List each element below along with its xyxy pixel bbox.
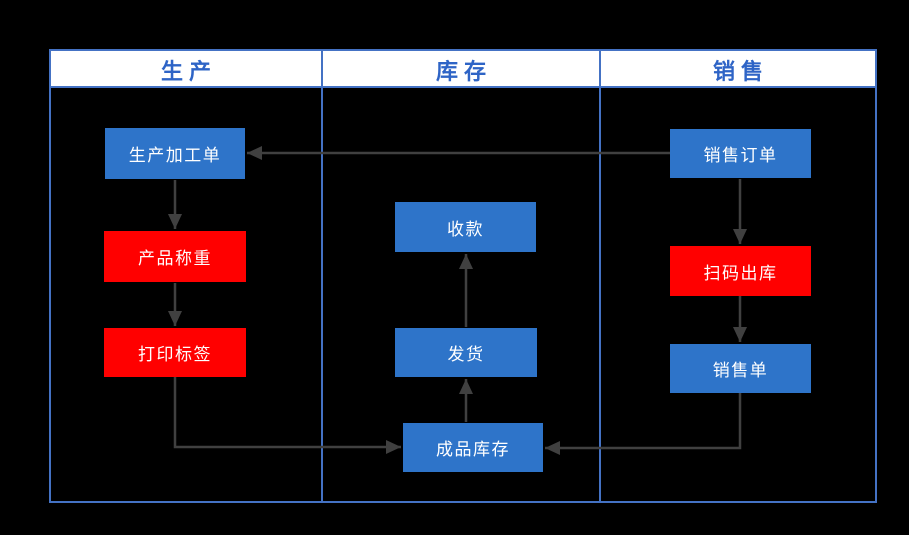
- column-divider-1: [321, 51, 323, 501]
- node-payment-collection[interactable]: 收款: [395, 202, 536, 252]
- node-sales-order-label: 销售订单: [703, 146, 778, 165]
- header-inventory: 库存: [435, 58, 492, 84]
- node-production-order-label: 生产加工单: [128, 146, 222, 165]
- node-print-label-label: 打印标签: [138, 345, 212, 364]
- node-sales-slip[interactable]: 销售单: [670, 344, 811, 393]
- node-print-label[interactable]: 打印标签: [104, 328, 246, 377]
- node-scan-outbound[interactable]: 扫码出库: [670, 246, 811, 296]
- node-production-order[interactable]: 生产加工单: [105, 128, 245, 179]
- node-shipping-label: 发货: [447, 345, 485, 364]
- node-sales-order[interactable]: 销售订单: [670, 129, 811, 178]
- header-sales: 销售: [712, 58, 769, 84]
- header-row: [51, 51, 875, 88]
- node-product-weighing-label: 产品称重: [138, 249, 212, 268]
- swimlane-table-inner: 生产 库存 销售: [51, 51, 875, 501]
- node-finished-goods-inventory-label: 成品库存: [436, 440, 510, 459]
- swimlane-table: 生产 库存 销售: [49, 49, 877, 503]
- node-payment-collection-label: 收款: [447, 219, 484, 239]
- node-scan-outbound-label: 扫码出库: [703, 263, 778, 283]
- node-finished-goods-inventory[interactable]: 成品库存: [403, 423, 543, 472]
- node-product-weighing[interactable]: 产品称重: [104, 231, 246, 282]
- column-divider-2: [599, 51, 601, 501]
- node-shipping[interactable]: 发货: [395, 328, 537, 377]
- node-sales-slip-label: 销售单: [712, 361, 769, 380]
- header-production: 生产: [160, 58, 217, 84]
